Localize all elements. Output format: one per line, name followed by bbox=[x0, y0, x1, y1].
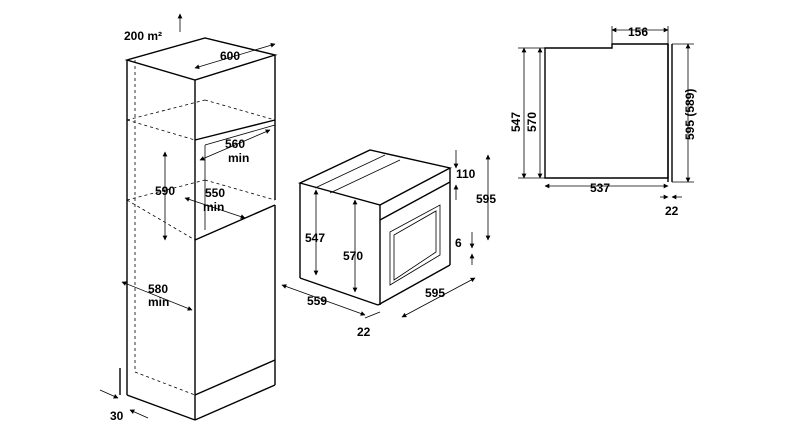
dim-side-595: 595 (589) bbox=[672, 43, 697, 183]
dim-595-height: 595 bbox=[476, 192, 496, 206]
dim-side-537: 537 bbox=[544, 181, 669, 195]
dim-547: 547 bbox=[305, 231, 325, 245]
dim-110: 110 bbox=[456, 167, 476, 181]
dim-oven-110: 110 bbox=[453, 150, 476, 200]
dim-oven-6: 6 bbox=[455, 232, 475, 265]
dim-cabinet-width: 600 bbox=[194, 42, 276, 70]
dim-floor-height: 580 min bbox=[121, 281, 193, 311]
ventilation-indicator: 200 m² bbox=[124, 13, 183, 43]
dim-6: 6 bbox=[455, 236, 462, 250]
dim-595-width: 595 bbox=[425, 286, 445, 300]
dim-570: 570 bbox=[343, 249, 363, 263]
dim-600: 600 bbox=[220, 49, 240, 63]
dim-oven-570: 570 bbox=[343, 199, 363, 293]
dim-oven-547: 547 bbox=[305, 189, 325, 276]
dim-156: 156 bbox=[628, 25, 648, 39]
dim-oven-22: 22 bbox=[357, 311, 381, 339]
dim-side-22: 22 bbox=[660, 194, 682, 218]
dim-537: 537 bbox=[590, 181, 610, 195]
dim-559: 559 bbox=[307, 294, 327, 308]
dim-580-min: min bbox=[148, 295, 169, 309]
dim-side-547-text: 547 bbox=[509, 112, 523, 132]
dim-side-22-text: 22 bbox=[665, 204, 679, 218]
dim-side-570: 570 bbox=[525, 47, 543, 179]
side-view bbox=[544, 43, 673, 182]
dim-580: 580 bbox=[148, 282, 168, 296]
dim-oven-595w: 595 bbox=[401, 277, 476, 318]
dim-side-595-text: 595 (589) bbox=[683, 89, 697, 140]
dim-side-570-text: 570 bbox=[525, 112, 539, 132]
oven-unit bbox=[297, 149, 453, 306]
dim-560-min: min bbox=[228, 151, 249, 165]
dim-oven-595h: 595 bbox=[476, 154, 496, 241]
dim-side-156: 156 bbox=[611, 25, 669, 44]
dim-560: 560 bbox=[225, 137, 245, 151]
dim-plinth: 30 bbox=[99, 389, 149, 423]
dim-niche-depth: 560 min bbox=[199, 129, 271, 165]
dim-30: 30 bbox=[110, 409, 124, 423]
dim-590: 590 bbox=[155, 184, 175, 198]
dim-niche-width: 550 min bbox=[184, 186, 246, 219]
area-label: 200 m² bbox=[124, 29, 162, 43]
dim-oven-559: 559 bbox=[281, 284, 366, 316]
dim-niche-height: 590 bbox=[155, 151, 175, 241]
tall-cabinet bbox=[119, 37, 278, 421]
dim-550: 550 bbox=[205, 186, 225, 200]
dim-550-min: min bbox=[203, 200, 224, 214]
dim-22: 22 bbox=[357, 325, 371, 339]
